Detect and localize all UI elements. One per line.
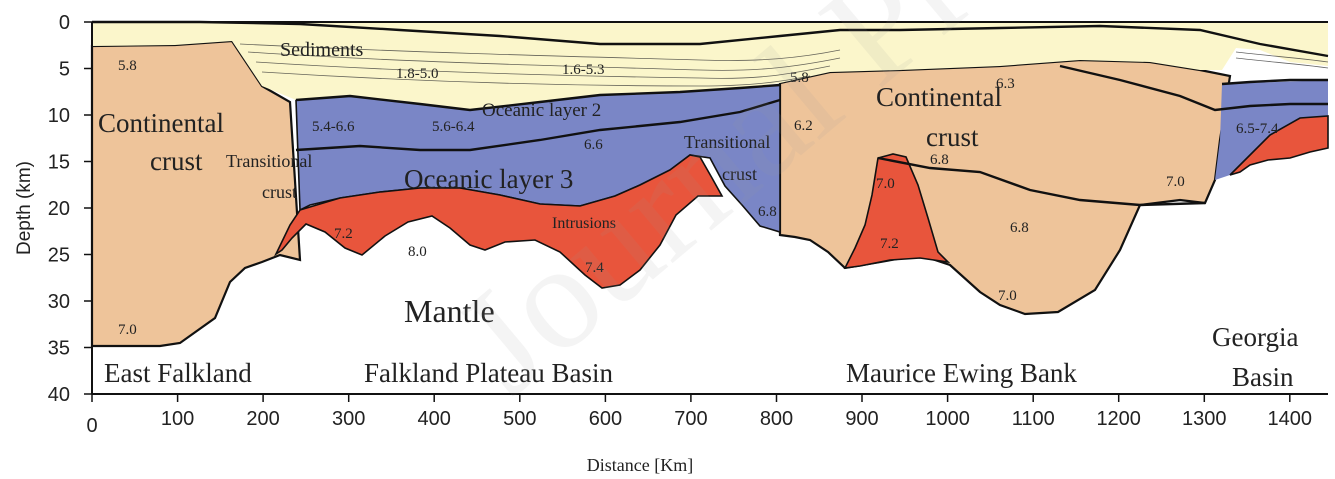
x-tick: 100 bbox=[161, 394, 194, 430]
x-tick-label: 0 bbox=[86, 415, 97, 437]
y-tick: 20 bbox=[48, 198, 92, 220]
x-tick: 500 bbox=[503, 394, 536, 430]
label-transitional-right-2: crust bbox=[722, 164, 757, 184]
velocity-label: 7.0 bbox=[118, 322, 137, 338]
x-tick-label: 800 bbox=[760, 408, 793, 430]
x-tick-label: 1200 bbox=[1096, 408, 1141, 430]
x-tick-label: 600 bbox=[589, 408, 622, 430]
region-east-falkland: East Falkland bbox=[104, 358, 252, 388]
y-tick: 0 bbox=[59, 12, 92, 34]
label-continental-crust-right-1: Continental bbox=[876, 82, 1002, 112]
velocity-label: 6.8 bbox=[1010, 220, 1029, 236]
label-oceanic-layer-3: Oceanic layer 3 bbox=[404, 164, 573, 194]
x-tick-label: 400 bbox=[418, 408, 451, 430]
region-georgia-basin-1: Georgia bbox=[1212, 322, 1298, 352]
y-tick: 25 bbox=[48, 245, 92, 267]
velocity-label: 6.5-7.4 bbox=[1236, 121, 1279, 137]
velocity-label: 6.8 bbox=[758, 204, 777, 220]
x-tick: 0 bbox=[86, 394, 98, 437]
sediments bbox=[92, 22, 1328, 110]
label-transitional-right-1: Transitional bbox=[684, 132, 770, 152]
x-tick: 1000 bbox=[925, 394, 970, 430]
velocity-label: 7.2 bbox=[880, 236, 899, 252]
x-tick: 900 bbox=[845, 394, 879, 430]
velocity-label: 8.0 bbox=[408, 244, 427, 260]
x-tick: 1200 bbox=[1096, 394, 1141, 430]
label-transitional-left-2: crust bbox=[262, 182, 297, 202]
x-tick: 700 bbox=[674, 394, 708, 430]
intrusions-georgia-basin bbox=[1229, 115, 1329, 176]
region-maurice-ewing-bank: Maurice Ewing Bank bbox=[846, 358, 1077, 388]
x-axis-title: Distance [Km] bbox=[587, 455, 693, 475]
velocity-label: 5.6-6.4 bbox=[432, 119, 475, 135]
y-tick: 35 bbox=[48, 338, 92, 360]
x-tick: 400 bbox=[418, 394, 451, 430]
x-axis: 0 100 200 300 400 500 600 700 800 900 10… bbox=[86, 394, 1312, 437]
x-tick: 1400 bbox=[1268, 394, 1313, 430]
x-tick: 300 bbox=[332, 394, 365, 430]
label-continental-crust-left-2: crust bbox=[150, 146, 203, 176]
y-tick-label: 10 bbox=[48, 105, 70, 127]
velocity-label: 7.4 bbox=[585, 260, 604, 276]
velocity-label: 7.0 bbox=[998, 288, 1017, 304]
y-tick: 5 bbox=[59, 59, 92, 81]
y-tick-label: 5 bbox=[59, 59, 70, 81]
velocity-label: 5.4-6.6 bbox=[312, 119, 355, 135]
intrusions-maurice-ewing bbox=[843, 153, 951, 269]
y-tick-label: 35 bbox=[48, 338, 70, 360]
velocity-label: 1.8-5.0 bbox=[396, 66, 439, 82]
label-continental-crust-left-1: Continental bbox=[98, 108, 224, 138]
y-axis-title: Depth (km) bbox=[14, 161, 35, 255]
x-tick-label: 300 bbox=[332, 408, 365, 430]
y-tick-label: 30 bbox=[48, 291, 70, 313]
x-tick-label: 1400 bbox=[1268, 408, 1313, 430]
velocity-label: 5.8 bbox=[118, 58, 137, 74]
velocity-label: 6.8 bbox=[930, 152, 949, 168]
x-tick-label: 1000 bbox=[925, 408, 970, 430]
y-tick-label: 0 bbox=[59, 12, 70, 34]
label-transitional-left-1: Transitional bbox=[226, 151, 312, 171]
x-tick-label: 100 bbox=[161, 408, 194, 430]
x-tick: 1100 bbox=[1012, 394, 1055, 430]
x-tick: 200 bbox=[246, 394, 280, 430]
velocity-label: 6.3 bbox=[996, 76, 1015, 92]
x-tick-label: 1300 bbox=[1182, 408, 1227, 430]
x-tick-label: 500 bbox=[503, 408, 536, 430]
y-tick-label: 40 bbox=[48, 384, 70, 406]
velocity-label: 6.6 bbox=[584, 137, 603, 153]
intrusions-falkland-plateau bbox=[274, 154, 724, 289]
label-continental-crust-right-2: crust bbox=[926, 122, 979, 152]
label-oceanic-layer-2: Oceanic layer 2 bbox=[482, 100, 601, 121]
sediment-layering bbox=[239, 43, 1329, 87]
label-intrusions: Intrusions bbox=[552, 215, 616, 232]
x-tick-label: 700 bbox=[674, 408, 707, 430]
velocity-label: 7.0 bbox=[876, 176, 895, 192]
velocity-label: 7.0 bbox=[1166, 174, 1185, 190]
y-tick-label: 15 bbox=[48, 152, 70, 174]
interface-lines bbox=[92, 20, 1329, 207]
y-axis: 0 5 10 15 20 25 30 35 40 bbox=[48, 12, 92, 406]
x-tick-label: 200 bbox=[246, 408, 279, 430]
y-tick: 40 bbox=[48, 384, 92, 406]
y-tick: 30 bbox=[48, 291, 92, 313]
x-tick: 800 bbox=[760, 394, 793, 430]
y-tick: 15 bbox=[48, 152, 92, 174]
y-tick: 10 bbox=[48, 105, 92, 127]
label-mantle: Mantle bbox=[404, 293, 495, 329]
velocity-label: 1.6-5.3 bbox=[562, 62, 605, 78]
x-tick: 1300 bbox=[1182, 394, 1227, 430]
velocity-label: 5.8 bbox=[790, 70, 809, 86]
region-falkland-plateau-basin: Falkland Plateau Basin bbox=[364, 358, 613, 388]
y-tick-label: 20 bbox=[48, 198, 70, 220]
velocity-label: 6.2 bbox=[794, 118, 813, 134]
x-tick-label: 900 bbox=[845, 408, 878, 430]
y-tick-label: 25 bbox=[48, 245, 70, 267]
velocity-label: 7.2 bbox=[334, 226, 353, 242]
label-sediments: Sediments bbox=[280, 39, 364, 61]
x-tick: 600 bbox=[589, 394, 622, 430]
x-tick-label: 1100 bbox=[1012, 408, 1055, 430]
region-georgia-basin-2: Basin bbox=[1232, 362, 1294, 392]
